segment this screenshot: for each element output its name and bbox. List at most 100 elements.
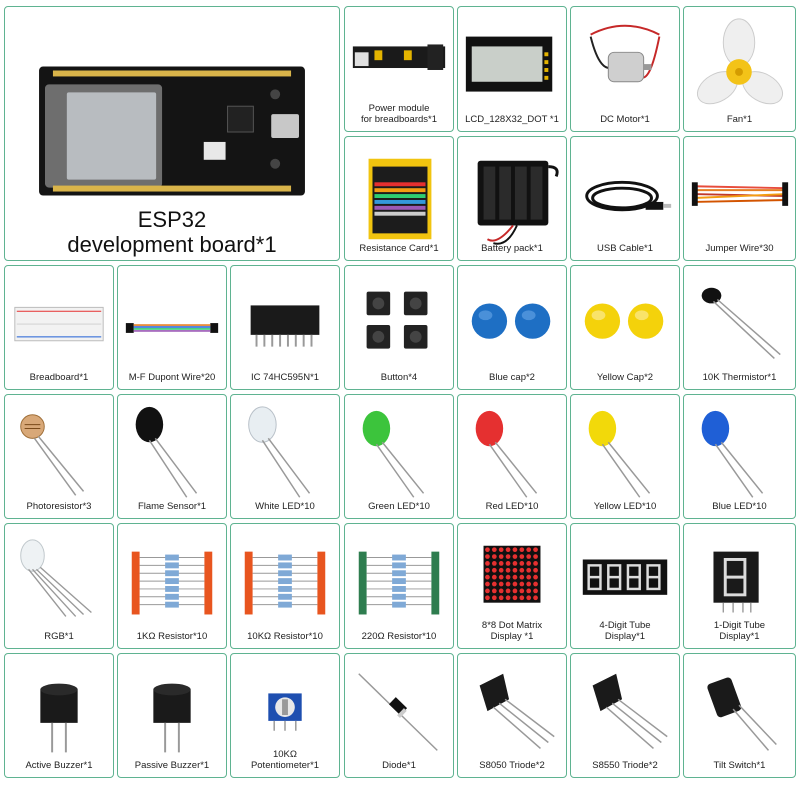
res-10k-label: 10KΩ Resistor*10 bbox=[247, 631, 323, 642]
white-led-label: White LED*10 bbox=[255, 501, 315, 512]
lcd-image bbox=[465, 36, 553, 92]
esp32-title: ESP32 development board*1 bbox=[67, 207, 277, 257]
ic-74hc595-card: IC 74HC595N*1 bbox=[230, 265, 340, 390]
yellow-led-image bbox=[588, 410, 651, 498]
dot-matrix-led bbox=[505, 554, 511, 559]
res-1k-label: 1KΩ Resistor*10 bbox=[136, 631, 208, 642]
dot-matrix-led bbox=[526, 567, 532, 573]
blue-cap-image bbox=[471, 303, 551, 339]
mf-dupont-card: M-F Dupont Wire*20 bbox=[117, 265, 227, 390]
fan-image bbox=[696, 18, 784, 105]
jumper-wire-image bbox=[691, 182, 789, 206]
dot-matrix-led bbox=[533, 581, 538, 587]
dot-matrix-led bbox=[526, 581, 532, 587]
button-label: Button*4 bbox=[380, 372, 418, 383]
dot-matrix-led bbox=[512, 561, 518, 566]
yellow-cap-card: Yellow Cap*2 bbox=[570, 265, 680, 390]
dot-matrix-led bbox=[512, 581, 518, 587]
dot-matrix-led bbox=[519, 567, 525, 573]
breadboard-label: Breadboard*1 bbox=[29, 372, 89, 383]
dot-matrix-led bbox=[519, 581, 525, 587]
dot-matrix-led bbox=[533, 595, 538, 601]
dot-matrix-led bbox=[526, 595, 532, 601]
dot-matrix-led bbox=[519, 595, 525, 601]
potentiometer-image bbox=[268, 693, 302, 731]
button-image bbox=[366, 291, 428, 349]
mf-dupont-image bbox=[125, 323, 219, 333]
lcd-card: LCD_128X32_DOT *1 bbox=[457, 6, 567, 132]
potentiometer-card: 10KΩ Potentiometer*1 bbox=[230, 653, 340, 778]
dc-motor-image bbox=[589, 24, 661, 83]
active-buzzer-card: Active Buzzer*1 bbox=[4, 653, 114, 778]
res-220-image bbox=[358, 551, 440, 615]
dot-matrix-led bbox=[519, 554, 525, 559]
dot-matrix-led bbox=[505, 547, 511, 553]
blue-led-image bbox=[701, 410, 764, 498]
dot-matrix-led bbox=[512, 574, 518, 580]
active-buzzer-label: Active Buzzer*1 bbox=[25, 760, 93, 771]
thermistor-card: 10K Thermistor*1 bbox=[683, 265, 796, 390]
esp32-board-card: ESP32 development board*1 bbox=[4, 6, 340, 261]
tube1-image bbox=[713, 551, 759, 613]
lcd-label: LCD_128X32_DOT *1 bbox=[465, 114, 559, 125]
green-led-card: Green LED*10 bbox=[344, 394, 454, 519]
dot-matrix-led bbox=[505, 574, 511, 580]
fan-label: Fan*1 bbox=[726, 114, 753, 125]
yellow-cap-image bbox=[584, 303, 664, 339]
dot-matrix-led bbox=[498, 567, 504, 573]
s8550-image bbox=[592, 673, 668, 749]
tilt-switch-image bbox=[707, 677, 777, 751]
dot-matrix-led bbox=[498, 547, 504, 553]
power-module-image bbox=[352, 44, 446, 70]
tube4-label: 4-Digit Tube Display*1 bbox=[599, 620, 651, 642]
dot-matrix-led bbox=[485, 595, 490, 601]
s8050-image bbox=[479, 673, 555, 749]
resistance-card-image bbox=[368, 158, 432, 240]
diode-label: Diode*1 bbox=[382, 760, 416, 771]
dot-matrix-led bbox=[485, 588, 490, 594]
dc-motor-card: DC Motor*1 bbox=[570, 6, 680, 132]
rgb-led-image bbox=[20, 539, 92, 617]
dot-matrix-led bbox=[491, 567, 497, 573]
dot-matrix-led bbox=[505, 588, 511, 594]
flame-sensor-image bbox=[135, 406, 198, 498]
button-card: Button*4 bbox=[344, 265, 454, 390]
dot-matrix-led bbox=[491, 547, 497, 553]
yellow-cap-label: Yellow Cap*2 bbox=[596, 372, 654, 383]
thermistor-label: 10K Thermistor*1 bbox=[702, 372, 777, 383]
dot-matrix-led bbox=[485, 547, 490, 553]
rgb-label: RGB*1 bbox=[44, 631, 74, 642]
res-10k-card: 10KΩ Resistor*10 bbox=[230, 523, 340, 649]
res-220-label: 220Ω Resistor*10 bbox=[361, 631, 437, 642]
blue-led-label: Blue LED*10 bbox=[712, 501, 767, 512]
green-led-image bbox=[362, 410, 425, 498]
active-buzzer-image bbox=[40, 683, 78, 753]
dot-matrix-led bbox=[512, 554, 518, 559]
usb-cable-image bbox=[585, 180, 672, 212]
blue-cap-label: Blue cap*2 bbox=[489, 372, 535, 383]
dot-matrix-led bbox=[512, 588, 518, 594]
diode-image bbox=[358, 673, 438, 751]
dot-matrix-led bbox=[498, 588, 504, 594]
dot-matrix-led bbox=[519, 561, 525, 566]
blue-led-card: Blue LED*10 bbox=[683, 394, 796, 519]
res-10k-image bbox=[244, 551, 326, 615]
dot-matrix-led bbox=[491, 581, 497, 587]
dot-matrix-led bbox=[491, 574, 497, 580]
res-1k-image bbox=[131, 551, 213, 615]
jumper-wire-label: Jumper Wire*30 bbox=[705, 243, 774, 254]
breadboard-card: Breadboard*1 bbox=[4, 265, 114, 390]
yellow-led-label: Yellow LED*10 bbox=[593, 501, 657, 512]
dot-matrix-led bbox=[485, 567, 490, 573]
s8050-card: S8050 Triode*2 bbox=[457, 653, 567, 778]
yellow-led-card: Yellow LED*10 bbox=[570, 394, 680, 519]
ic-74hc595-image bbox=[250, 305, 320, 347]
photoresistor-image bbox=[20, 414, 85, 496]
dot-matrix-led bbox=[519, 574, 525, 580]
dot-matrix-led bbox=[485, 581, 490, 587]
dot-matrix-led bbox=[533, 588, 538, 594]
white-led-image bbox=[248, 406, 311, 498]
dot-matrix-led bbox=[526, 554, 532, 559]
res-1k-card: 1KΩ Resistor*10 bbox=[117, 523, 227, 649]
flame-sensor-card: Flame Sensor*1 bbox=[117, 394, 227, 519]
